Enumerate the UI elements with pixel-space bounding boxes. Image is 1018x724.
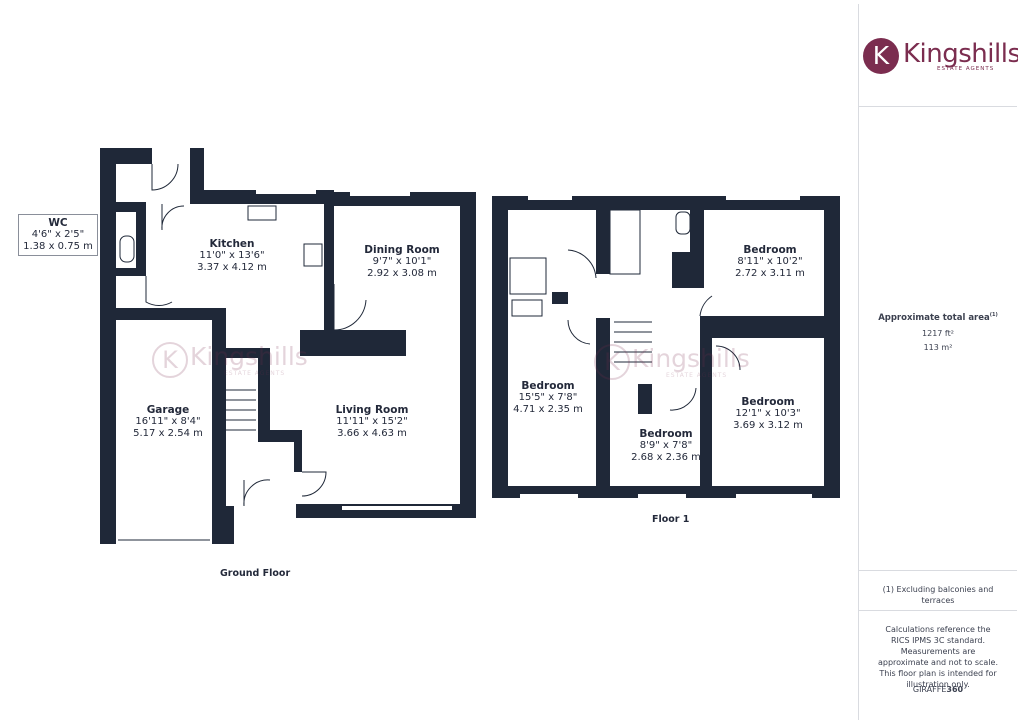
room-metric: 2.68 x 2.36 m <box>631 452 701 463</box>
room-name: Living Room <box>335 404 409 416</box>
room-name: Bedroom <box>741 396 795 408</box>
room-name: Bedroom <box>639 428 693 440</box>
footnote-text: (1) Excluding balconies and terraces <box>882 585 994 605</box>
room-imperial: 11'11" x 15'2" <box>336 416 408 427</box>
room-label-bedroom-4: Bedroom 8'9" x 7'8" 2.68 x 2.36 m <box>616 428 716 464</box>
disclaimer-text: Calculations reference the RICS IPMS 3C … <box>877 625 999 689</box>
divider <box>859 570 1017 571</box>
room-imperial: 16'11" x 8'4" <box>135 416 201 427</box>
area-metric: 113 m² <box>923 343 953 352</box>
room-imperial: 8'11" x 10'2" <box>737 256 803 267</box>
floor-plan-drawing <box>100 148 840 544</box>
room-metric: 3.37 x 4.12 m <box>197 262 267 273</box>
room-imperial: 4'6" x 2'5" <box>31 229 85 240</box>
brand-name: Kingshills <box>903 39 1018 69</box>
room-metric: 3.69 x 3.12 m <box>733 420 803 431</box>
room-name: Dining Room <box>364 244 440 256</box>
ground-openings <box>256 190 452 510</box>
area-imperial: 1217 ft² <box>922 329 954 338</box>
area-title-text: Approximate total area <box>878 312 990 323</box>
ground-door-arcs <box>118 163 367 541</box>
brand-subtitle: ESTATE AGENTS <box>937 66 995 72</box>
room-metric: 4.71 x 2.35 m <box>513 404 583 415</box>
first-floor-windows <box>520 196 812 498</box>
room-metric: 5.17 x 2.54 m <box>133 428 203 439</box>
room-imperial: 12'1" x 10'3" <box>735 408 801 419</box>
room-label-bedroom-3: Bedroom 12'1" x 10'3" 3.69 x 3.12 m <box>718 396 818 432</box>
room-name: Kitchen <box>209 238 255 250</box>
floor-label-first: Floor 1 <box>652 514 690 525</box>
first-floor-details <box>509 209 741 411</box>
floor-label-ground: Ground Floor <box>220 568 291 579</box>
room-metric: 1.38 x 0.75 m <box>23 241 93 252</box>
room-metric: 2.92 x 3.08 m <box>367 268 437 279</box>
room-name: WC <box>48 217 68 229</box>
room-label-kitchen: Kitchen 11'0" x 13'6" 3.37 x 4.12 m <box>182 238 282 274</box>
brand-logo-circle-icon: K <box>863 38 899 74</box>
room-label-dining: Dining Room 9'7" x 10'1" 2.92 x 3.08 m <box>352 244 452 280</box>
room-imperial: 8'9" x 7'8" <box>639 440 693 451</box>
divider <box>859 106 1017 107</box>
info-sidebar: K Kingshills ESTATE AGENTS Approximate t… <box>858 4 1018 720</box>
ground-floor-walls <box>100 148 476 544</box>
room-imperial: 15'5" x 7'8" <box>518 392 578 403</box>
room-imperial: 9'7" x 10'1" <box>372 256 432 267</box>
area-footnote-mark: (1) <box>989 312 998 318</box>
room-name: Bedroom <box>743 244 797 256</box>
room-imperial: 11'0" x 13'6" <box>199 250 265 261</box>
room-name: Bedroom <box>521 380 575 392</box>
room-metric: 3.66 x 4.63 m <box>337 428 407 439</box>
brand-logo: K Kingshills ESTATE AGENTS <box>863 38 1018 82</box>
divider <box>859 610 1017 611</box>
floor-plan-area: K Kingshills ESTATE AGENTS K Kingshills … <box>18 148 840 579</box>
room-label-living: Living Room 11'11" x 15'2" 3.66 x 4.63 m <box>322 404 422 440</box>
room-metric: 2.72 x 3.11 m <box>735 268 805 279</box>
room-name: Garage <box>146 404 190 416</box>
room-label-bedroom-2: Bedroom 15'5" x 7'8" 4.71 x 2.35 m <box>498 380 598 416</box>
credit-num: 360 <box>946 685 964 694</box>
credit-main: GIRAFFE <box>912 685 947 694</box>
room-label-garage: Garage 16'11" x 8'4" 5.17 x 2.54 m <box>118 404 218 440</box>
credit-text: GIRAFFE360 <box>867 684 1009 695</box>
room-label-bedroom-1: Bedroom 8'11" x 10'2" 2.72 x 3.11 m <box>720 244 820 280</box>
room-label-wc: WC 4'6" x 2'5" 1.38 x 0.75 m <box>18 214 98 256</box>
area-title: Approximate total area(1) <box>867 310 1009 324</box>
first-floor-walls <box>492 196 840 498</box>
